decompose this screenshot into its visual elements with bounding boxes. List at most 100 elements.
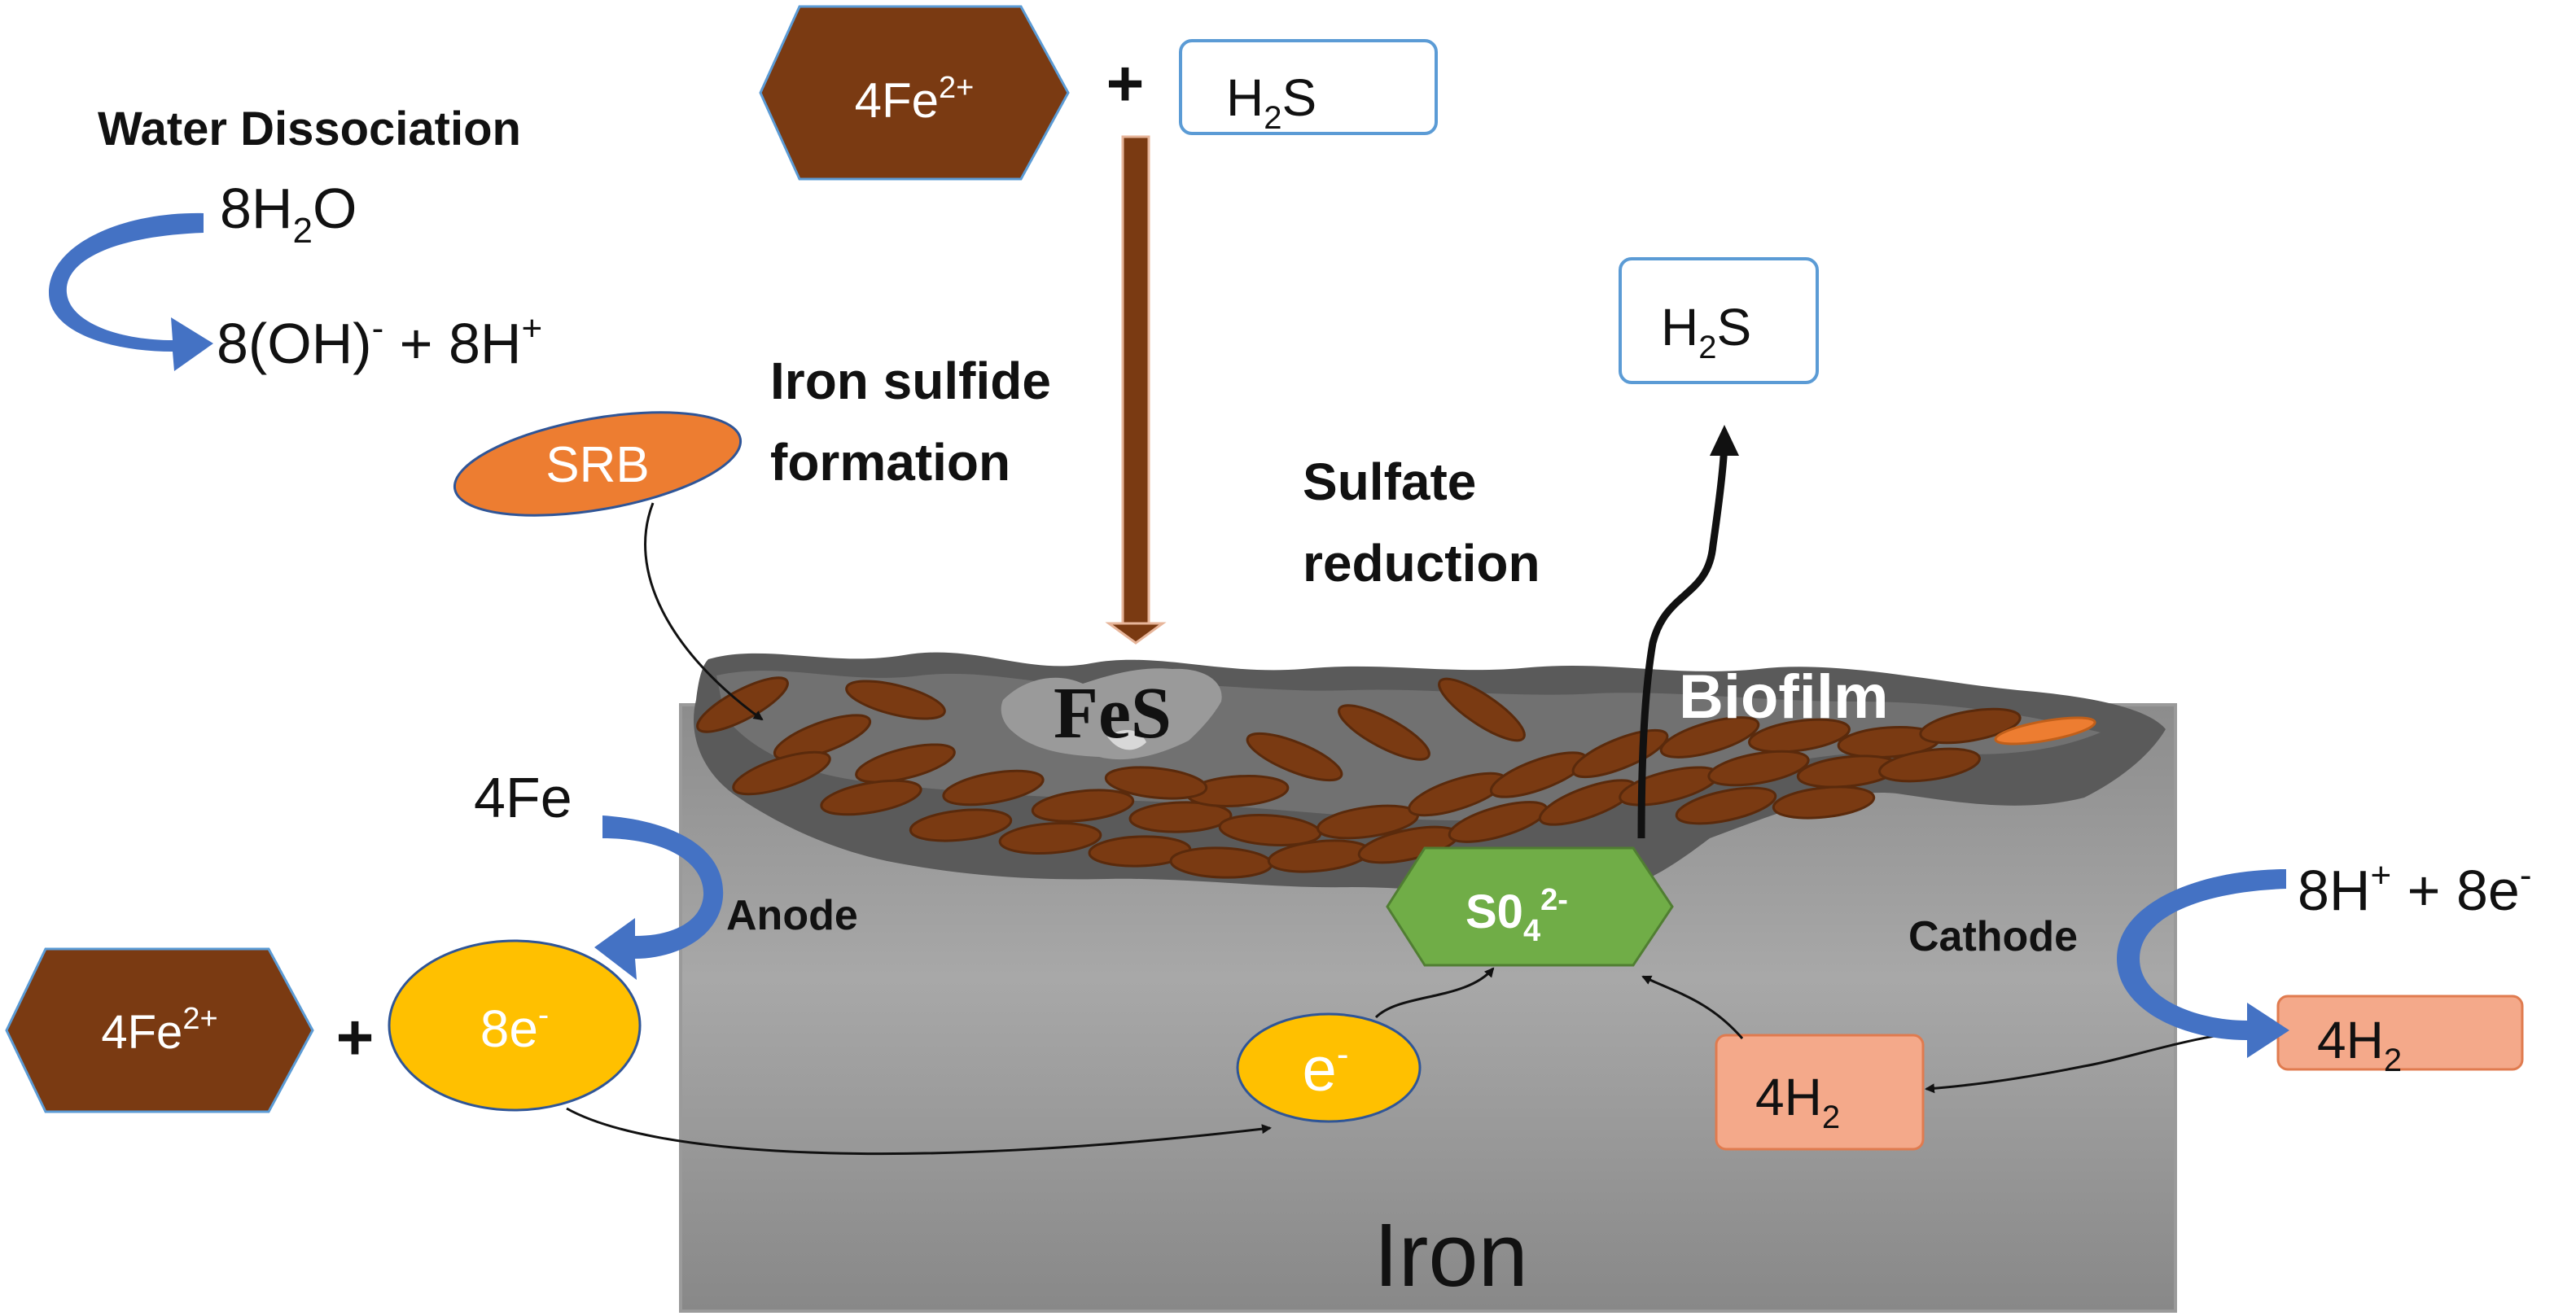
bacterium	[942, 769, 1045, 807]
h2-surface-node: 4H2	[1715, 1034, 1925, 1151]
iron-sulfide-arrow	[1105, 135, 1167, 645]
h2s-product-base: H	[1661, 298, 1698, 356]
svg-text:8H2O: 8H2O	[220, 177, 357, 251]
h2-surface-box	[1715, 1034, 1925, 1151]
fe2-bottom-node: 4Fe2+	[5, 947, 314, 1113]
sulfate-base: S0	[1465, 885, 1523, 938]
bacterium	[845, 680, 946, 720]
fes-highlight	[1107, 729, 1146, 750]
water-curved-arrow-icon	[49, 212, 213, 371]
four-fe-label: 4Fe	[474, 766, 572, 829]
anode-curved-arrow-icon	[594, 815, 724, 980]
water-dissociation-label: Water Dissociation	[98, 103, 521, 155]
bacterium	[732, 750, 831, 796]
fe2-bottom-sup: 2+	[182, 1002, 217, 1036]
bacterium	[1128, 801, 1233, 833]
srb-small-bacterium	[1994, 716, 2096, 745]
sulfate-reduction-label-1: Sulfate	[1303, 453, 1476, 511]
h2s-top-box	[1179, 39, 1438, 135]
srb-label: SRB	[545, 437, 649, 493]
bacterium	[1675, 786, 1777, 825]
h2-to-sulfate-arrow	[1641, 975, 1744, 1039]
water-product-a-sup: -	[372, 308, 384, 348]
cathode-reactant-a-sup: +	[2370, 855, 2391, 895]
bacteria-cluster	[696, 676, 2022, 879]
water-reactant-tail: O	[313, 177, 357, 240]
sulfate-sup: 2-	[1540, 883, 1568, 917]
fe2-hexagon-top	[759, 5, 1070, 181]
svg-text:4Fe2+: 4Fe2+	[101, 1002, 217, 1059]
sulfate-node: S042-	[1386, 846, 1674, 967]
cathode-label: Cathode	[1908, 913, 2078, 960]
h2s-product-sub: 2	[1698, 330, 1716, 365]
cathode-reactant-a: 8H	[2298, 859, 2370, 922]
fe2-top-sup: 2+	[939, 71, 974, 105]
sulfate-hexagon	[1386, 846, 1674, 967]
h2s-top-base: H	[1226, 68, 1264, 127]
water-product-b-sup: +	[521, 308, 542, 348]
svg-text:e-: e-	[1303, 1034, 1349, 1104]
svg-text:S042-: S042-	[1465, 883, 1568, 948]
eight-electrons-ellipse	[388, 939, 642, 1112]
single-electron-base: e	[1303, 1035, 1337, 1104]
bacterium	[1772, 785, 1876, 820]
bacterium	[998, 822, 1102, 855]
bacterium	[1707, 750, 1810, 787]
svg-text:8H+ + 8e-: 8H+ + 8e-	[2298, 855, 2531, 922]
h2s-top-node: H2S	[1179, 39, 1438, 136]
bacterium	[855, 743, 956, 784]
h2-cathode-sub: 2	[2384, 1043, 2402, 1078]
h2s-product-node: H2S	[1619, 257, 1819, 384]
h2-surface-base: 4H	[1755, 1068, 1822, 1126]
h2s-product-tail: S	[1716, 298, 1751, 356]
plus-bottom: +	[336, 1001, 375, 1073]
iron-sulfide-label-1: Iron sulfide	[770, 352, 1051, 410]
cathode-curved-arrow-icon	[2117, 869, 2289, 1058]
fe2-hexagon-bottom	[5, 947, 314, 1113]
h2s-product-box	[1619, 257, 1819, 384]
water-reactant-sub: 2	[292, 211, 312, 251]
h2-cathode-base: 4H	[2317, 1011, 2384, 1069]
srb-ellipse	[453, 411, 743, 517]
cathode-reactant-b: + 8e	[2391, 859, 2520, 922]
bacterium	[1659, 716, 1760, 759]
bacterium	[773, 714, 872, 761]
eight-electrons-base: 8e	[480, 999, 538, 1058]
bacterium	[1338, 704, 1430, 761]
fe2-bottom-base: 4Fe	[101, 1006, 182, 1059]
water-product-b: + 8H	[383, 312, 521, 375]
water-reactant-coef: 8H	[220, 177, 292, 240]
water-product-a: 8(OH)	[217, 312, 372, 375]
bacterium	[1919, 707, 2022, 745]
single-electron-sup: -	[1337, 1034, 1349, 1074]
sulfate-sub: 4	[1523, 914, 1540, 948]
eight-electrons-sup: -	[538, 997, 549, 1033]
sulfate-reduction-label-2: reduction	[1303, 534, 1540, 592]
h2-cathode-node: 4H2	[2276, 995, 2524, 1078]
svg-text:H2S: H2S	[1661, 298, 1751, 365]
bacterium	[1748, 718, 1851, 754]
iron-sulfide-label-2: formation	[770, 433, 1010, 492]
bacterium	[1878, 747, 1981, 783]
fe2-top-node: 4Fe2+	[759, 5, 1070, 181]
single-electron-ellipse	[1236, 1012, 1422, 1123]
iron-label: Iron	[1373, 1205, 1528, 1305]
bacterium	[1246, 732, 1343, 782]
single-electron-node: e-	[1236, 1012, 1422, 1123]
anode-label: Anode	[726, 892, 858, 939]
electron-transfer-arrow	[566, 1107, 1272, 1156]
fe2-top-base: 4Fe	[855, 73, 939, 128]
biofilm-label: Biofilm	[1679, 662, 1889, 732]
bacterium	[820, 779, 922, 816]
electron-to-sulfate-arrow	[1374, 967, 1495, 1019]
bacterium	[1031, 789, 1135, 823]
srb-pointer-arrow	[644, 502, 764, 721]
bacterium	[1104, 766, 1208, 800]
svg-text:8(OH)- + 8H+: 8(OH)- + 8H+	[217, 308, 542, 375]
h2s-top-tail: S	[1281, 68, 1316, 127]
h2s-release-arrow	[1637, 425, 1739, 839]
h2s-top-sub: 2	[1264, 100, 1281, 136]
cathode-reactant-b-sup: -	[2520, 855, 2532, 895]
svg-text:4Fe2+: 4Fe2+	[855, 71, 975, 128]
